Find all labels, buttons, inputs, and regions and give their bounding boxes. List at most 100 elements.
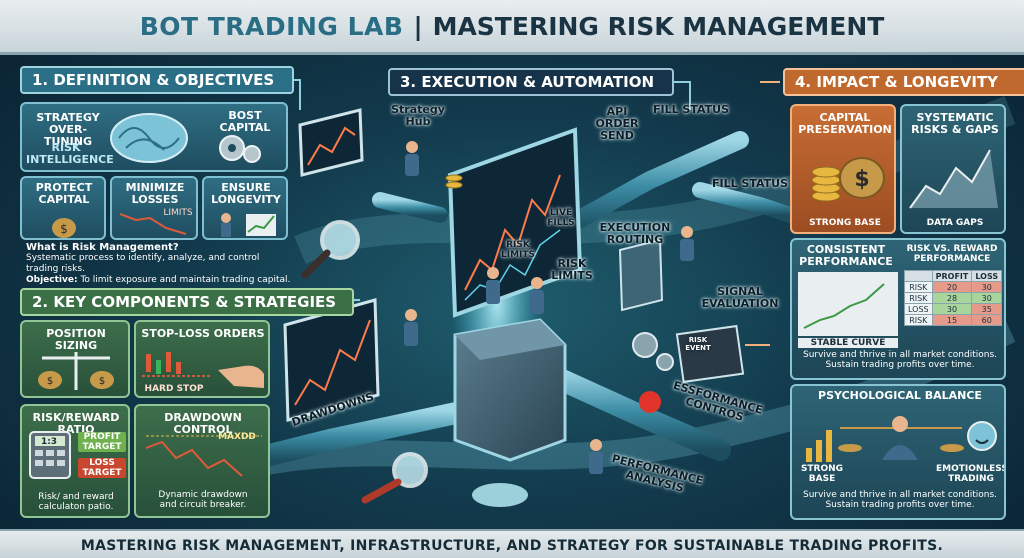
- limits-label: LIMITS: [163, 208, 193, 218]
- ensure-longevity-label: ENSURE LONGEVITY: [211, 181, 281, 206]
- rr-caption: Risk/ and reward calculaton patio.: [38, 492, 114, 512]
- live-fills-label: LIVE FILLS: [547, 208, 575, 228]
- strategy-card: STRATEGY OVER-TUNING RISK INTELLIGENCE B…: [20, 102, 288, 172]
- monitor-topleft: [298, 108, 364, 177]
- header-title-right: MASTERING RISK MANAGEMENT: [432, 11, 885, 41]
- base-glow: [472, 483, 528, 507]
- svg-text:$: $: [47, 376, 53, 387]
- table-cell: RISK: [904, 314, 933, 326]
- table-cell: RISK: [904, 281, 933, 293]
- emotionless-trading-label: EMOTIONLESS TRADING: [936, 464, 1006, 484]
- table-header-row: PROFIT LOSS: [904, 270, 1003, 282]
- what-is-heading: What is Risk Management?: [26, 242, 179, 253]
- server-rack: [618, 238, 664, 312]
- section1-title: 1. DEFINITION & OBJECTIVES: [20, 66, 294, 94]
- table-cell: LOSS: [904, 303, 933, 315]
- central-screen: [447, 127, 583, 318]
- dd-caption: Dynamic drawdown and circuit breaker.: [158, 490, 248, 510]
- calculator-icon: [29, 431, 71, 479]
- table-cell: RISK: [904, 292, 933, 304]
- data-gaps-label: DATA GAPS: [926, 218, 984, 228]
- svg-text:$: $: [99, 376, 105, 387]
- objective-text: To limit exposure and maintain trading c…: [80, 275, 291, 285]
- capital-preservation-label: CAPITAL PRESERVATION: [798, 111, 892, 136]
- protect-capital-label: PROTECT CAPITAL: [35, 181, 93, 206]
- pipe-right: [529, 359, 731, 461]
- risk-reward-table: PROFIT LOSS RISK 20 30 RISK 28 30 LOSS 3…: [904, 270, 1003, 326]
- survive-text-2: Survive and thrive in all market conditi…: [802, 490, 998, 510]
- risk-chart-icon: [909, 149, 998, 209]
- risk-reward-card: RISK/REWARD RATIO 1:3 PROFIT TARGET LOSS…: [20, 404, 130, 518]
- protect-capital-card: PROTECT CAPITAL $: [20, 176, 106, 240]
- candles-icon: [142, 352, 212, 377]
- psychological-balance-label: PSYCHOLOGICAL BALANCE: [818, 389, 982, 402]
- stable-curve-label: STABLE CURVE: [798, 338, 898, 348]
- person-chart-icon: [221, 213, 276, 237]
- table-row: LOSS 30 35: [904, 303, 1003, 315]
- stop-loss-label: STOP-LOSS ORDERS: [141, 327, 265, 340]
- table-row: RISK 15 60: [904, 314, 1003, 326]
- table-cell: 60: [971, 314, 1003, 326]
- consistent-performance-card: CONSISTENT PERFORMANCE RISK VS. REWARD P…: [790, 238, 1006, 380]
- svg-text:$: $: [854, 167, 869, 192]
- stop-loss-card: STOP-LOSS ORDERS HARD STOP: [134, 320, 270, 398]
- hand-icon: [218, 365, 264, 388]
- minimize-losses-label: MINIMIZE LOSSES: [125, 181, 185, 206]
- fill-status-right-label: FILL STATUS: [711, 177, 789, 190]
- table-cell: 28: [931, 292, 973, 304]
- consistent-performance-label: CONSISTENT PERFORMANCE: [799, 243, 893, 268]
- risk-intelligence-label: RISK INTELLIGENCE: [26, 141, 114, 166]
- risk-limits-label: RISK LIMITS: [551, 257, 593, 282]
- survive-text-1: Survive and thrive in all market conditi…: [802, 350, 998, 370]
- footer-banner: MASTERING RISK MANAGEMENT, INFRASTRUCTUR…: [0, 529, 1024, 558]
- systematic-risks-label: SYSTEMATIC RISKS & GAPS: [911, 111, 999, 136]
- execution-routing-label: EXECUTION ROUTING: [599, 221, 671, 246]
- gear-icon: [632, 332, 658, 358]
- table-cell: 35: [971, 303, 1003, 315]
- header-title-left: BOT TRADING LAB: [139, 11, 404, 41]
- risk-event-label: RISK EVENT: [685, 336, 711, 352]
- table-cell: 30: [971, 281, 1003, 293]
- definition-description: Systematic process to identify, analyze,…: [26, 253, 260, 274]
- stable-curve-chart: [798, 272, 898, 336]
- gear-icon: [219, 135, 261, 163]
- risk-vs-reward-label: RISK VS. REWARD PERFORMANCE: [906, 244, 998, 264]
- position-sizing-card: POSITION SIZING $ $: [20, 320, 130, 398]
- position-sizing-label: POSITION SIZING: [46, 327, 106, 352]
- drawdown-control-label: DRAWDOWN CONTROL: [164, 411, 242, 436]
- risk-event-board: [675, 324, 745, 384]
- systematic-risks-card: SYSTEMATIC RISKS & GAPS DATA GAPS: [900, 104, 1006, 234]
- minimize-losses-card: MINIMIZE LOSSES LIMITS: [110, 176, 198, 240]
- hard-stop-label: HARD STOP: [144, 384, 204, 394]
- pipe-top-right: [551, 131, 749, 239]
- strategy-over-tuning-label: STRATEGY OVER-TUNING: [36, 111, 100, 148]
- table-header-cell: PROFIT: [931, 270, 973, 282]
- table-cell: 15: [931, 314, 973, 326]
- pipe-left: [239, 399, 481, 471]
- header-banner: BOT TRADING LAB | MASTERING RISK MANAGEM…: [0, 0, 1024, 55]
- strong-base-bottom-label: STRONG BASE: [800, 464, 844, 484]
- scale-icon: $ $: [38, 352, 114, 390]
- drawdown-chart-icon: [145, 435, 262, 477]
- header-separator: |: [413, 11, 423, 41]
- magnifier-icon: [392, 452, 428, 488]
- loss-target-label: LOSS TARGET: [78, 458, 126, 478]
- section3-title: 3. EXECUTION & AUTOMATION: [388, 68, 674, 96]
- table-cell: 30: [931, 303, 973, 315]
- signal-evaluation-label: SIGNAL EVALUATION: [701, 285, 779, 310]
- screen-chart: [464, 174, 561, 291]
- strategy-hub-label: Strategy Hub: [391, 103, 445, 128]
- table-header-cell: LOSS: [971, 270, 1003, 282]
- money-bag-icon: $: [52, 218, 76, 238]
- drawdown-control-card: DRAWDOWN CONTROL MAXDD Dynamic drawdown …: [134, 404, 270, 518]
- capital-preservation-card: CAPITAL PRESERVATION $ STRONG BASE: [790, 104, 896, 234]
- maxdd-label: MAXDD: [218, 432, 256, 442]
- profit-target-label: PROFIT TARGET: [78, 432, 126, 452]
- down-chart-icon: [119, 213, 187, 235]
- svg-text:$: $: [60, 222, 68, 236]
- definition-text: What is Risk Management? Systematic proc…: [26, 242, 291, 286]
- fill-status-top-label: FILL STATUS: [652, 103, 730, 116]
- boost-capital-label: BOST CAPITAL: [219, 109, 271, 134]
- brain-icon: [110, 113, 188, 163]
- meditation-icon: [806, 416, 997, 462]
